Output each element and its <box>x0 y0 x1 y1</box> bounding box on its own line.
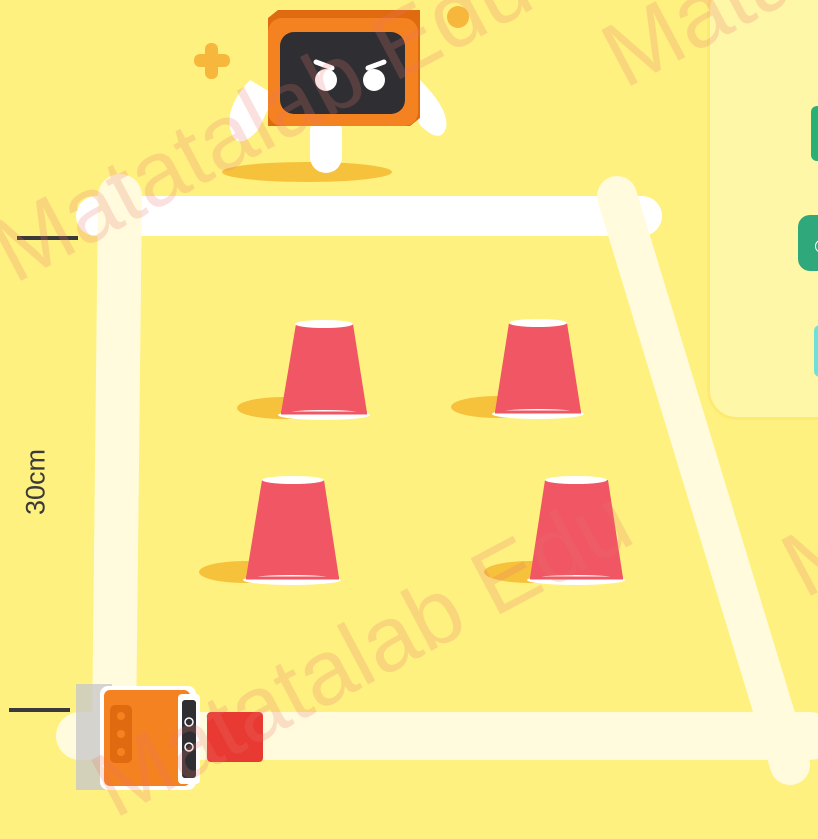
cup-bottom-left <box>199 476 341 585</box>
challenge-scene <box>0 0 818 790</box>
cup-top-left <box>237 320 370 420</box>
cup-bottom-right <box>484 476 625 585</box>
mascot-robot-icon <box>222 10 446 182</box>
sensor-icon: ◎ <box>814 235 818 256</box>
distance-label: 30cm <box>21 449 52 515</box>
palette-block-sensor[interactable]: ◎ <box>798 215 818 271</box>
decor-dot <box>447 6 469 28</box>
cup-top-right <box>451 319 584 419</box>
sparkle-plus-icon <box>194 43 230 79</box>
track-left-edge <box>114 196 120 732</box>
robot-car-icon <box>76 684 200 790</box>
palette-block-cyan[interactable] <box>814 325 818 377</box>
palette-block-green[interactable] <box>811 106 818 161</box>
track <box>80 196 810 765</box>
goal-marker-icon <box>207 712 263 762</box>
block-palette-panel: ◎ <box>707 0 818 420</box>
